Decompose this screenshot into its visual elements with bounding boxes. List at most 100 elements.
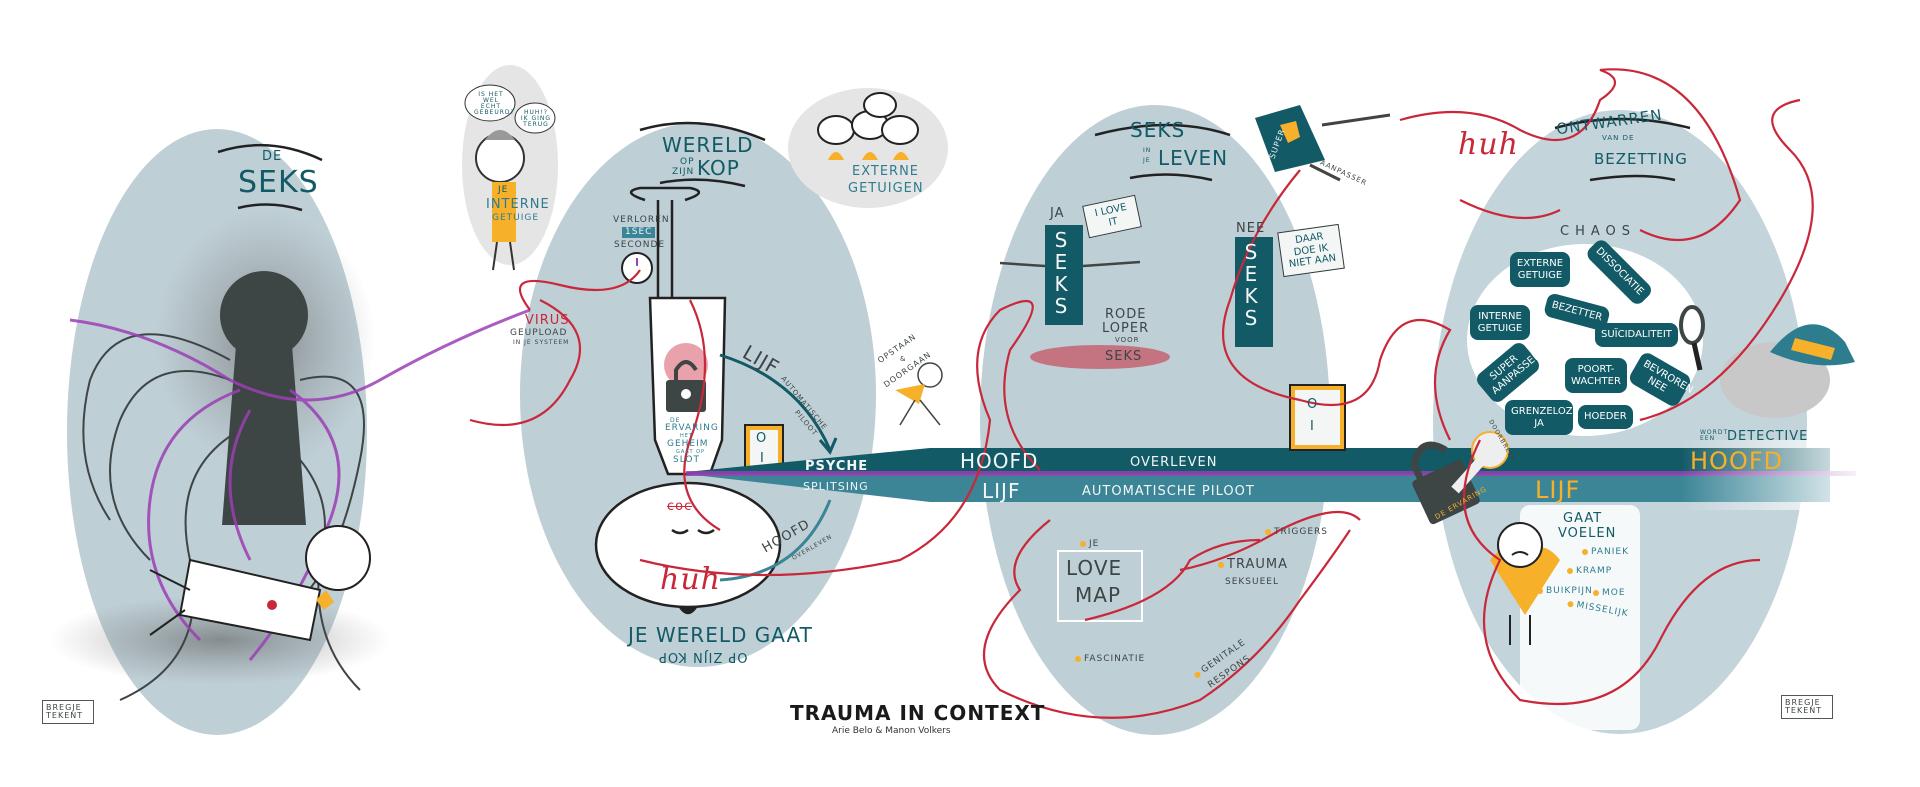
love-map-love: LOVE [1066, 556, 1123, 580]
head-huh: huh [660, 562, 721, 597]
ja-arms [999, 260, 1141, 268]
puzzle-grenzeloze-ja: GRENZELOZE JA [1505, 400, 1579, 435]
lying-figure [149, 525, 371, 642]
section3-title-je: JE [1143, 157, 1151, 164]
virus-geupload: GEUPLOAD [510, 328, 568, 338]
chaos-label: CHAOS [1560, 224, 1637, 239]
hoofd-arrow [719, 499, 832, 582]
feeling-moe: MOE [1593, 589, 1626, 598]
band-lijf-right: LIJF [1535, 476, 1581, 504]
sad-heart-figure [1490, 522, 1560, 645]
band-overleven: OVERLEVEN [1130, 455, 1218, 470]
caption-op-zijn-kop: OP ZIJN KOP [658, 649, 748, 664]
title-arches [217, 117, 1691, 212]
bullet-seksueel: SEKSUEEL [1225, 577, 1279, 587]
switch-1-off: I [760, 451, 765, 466]
ja-seks-block [1045, 225, 1083, 325]
section3-title-leven: LEVEN [1158, 146, 1229, 170]
nee-label: NEE [1236, 221, 1266, 236]
switch-1-on: O [756, 431, 768, 446]
section4-title-van-de: VAN DE [1602, 134, 1635, 142]
section1-title-top: DE [262, 149, 283, 164]
bullet-triggers: TRIGGERS [1265, 528, 1328, 537]
detective-brain [1720, 324, 1855, 418]
puzzle-externe-getuige: EXTERNE GETUIGE [1510, 252, 1570, 287]
timer [621, 252, 653, 284]
ja-seks-label: SEKS [1049, 228, 1073, 316]
puzzle-hoeder: HOEDER [1578, 405, 1633, 429]
thought-bubble-1: IS HET WEL ECHT GEBEURD? [474, 91, 515, 116]
padlock-icon [666, 360, 706, 412]
wordt-een-label: WORDT EEN [1700, 429, 1729, 442]
puzzle-suicidaliteit: SUÏCIDALITEIT [1595, 323, 1678, 347]
caption-je-wereld-gaat: JE WERELD GAAT [628, 623, 813, 647]
virus-systeem: IN JE SYSTEEM [513, 339, 570, 346]
section2-title-kop: KOP [697, 156, 740, 180]
feeling-buikpijn: BUIKPIJN [1537, 587, 1593, 596]
red-carpet [1030, 345, 1170, 369]
love-map-map: MAP [1075, 583, 1121, 607]
bullet-trauma: TRAUMA [1218, 558, 1288, 571]
switch-2-off: I [1310, 419, 1315, 434]
internal-witness-je: JE [498, 185, 509, 195]
ja-label: JA [1050, 206, 1065, 221]
external-witnesses-cloud [788, 88, 948, 208]
external-witnesses-label-2: GETUIGEN [848, 181, 924, 196]
keyhole-figure [220, 271, 308, 525]
virus-label: VIRUS [525, 313, 570, 328]
bottle-slot: SLOT [673, 455, 700, 465]
section3-title-in: IN [1143, 147, 1152, 154]
detective-label: DETECTIVE [1727, 429, 1809, 444]
band-hoofd-right: HOOFD [1690, 447, 1784, 475]
huh-scribble: huh [1458, 127, 1519, 162]
band-hoofd: HOOFD [960, 449, 1039, 473]
rode-label: RODE [1105, 307, 1147, 322]
puzzle-interne-getuige: INTERNE GETUIGE [1470, 305, 1530, 340]
love-map-je: JE [1080, 540, 1099, 549]
bottle-geheim: GEHEIM [667, 439, 709, 449]
trauma-in-context-logo: TRAUMA IN CONTEXT [790, 701, 1046, 725]
splitsing-label: SPLITSING [803, 480, 869, 493]
internal-witness-label-1: INTERNE [486, 197, 550, 212]
head-scribble: coc [667, 499, 693, 514]
logo-authors: Arie Belo & Manon Volkers [832, 726, 951, 736]
external-witnesses-label-1: EXTERNE [852, 164, 920, 179]
internal-witness-label-2: GETUIGE [492, 213, 540, 223]
section3-title-seks: SEKS [1130, 118, 1186, 142]
feeling-kramp: KRAMP [1567, 567, 1612, 576]
signature-left: BREGJE TEKENT [42, 700, 94, 724]
band-automatische-piloot: AUTOMATISCHE PILOOT [1082, 484, 1255, 499]
switch-2-on: O [1307, 397, 1319, 412]
band-lijf: LIJF [982, 479, 1021, 503]
opstaan-figure [895, 362, 943, 426]
bottle-de: DE [670, 417, 681, 424]
bottle-gaat-op: GAAT OP [676, 449, 706, 455]
section2-title-wereld: WERELD [662, 133, 754, 157]
central-band [686, 440, 1856, 510]
voor-label: VOOR [1115, 336, 1140, 344]
thought-cloud [462, 65, 558, 271]
gaat-label: GAAT [1563, 511, 1603, 526]
opstaan-amp: & [900, 355, 907, 363]
timer-verloren: VERLOREN [613, 215, 670, 225]
puzzle-poortwachter: POORT-WACHTER [1565, 358, 1627, 393]
thought-bubble-2: HUH!? IK GING TERUG [520, 109, 552, 128]
nee-seks-label: SEKS [1239, 240, 1263, 328]
section2-title-op: OP [680, 157, 695, 167]
loper-label: LOPER [1102, 321, 1150, 336]
bottle-het: HET [680, 433, 693, 439]
feeling-paniek: PANIEK [1582, 548, 1629, 557]
signature-right: BREGJE TEKENT [1781, 695, 1833, 719]
section2-title-zijn: ZIJN [672, 167, 695, 177]
love-map-frame [1057, 550, 1143, 622]
nee-seks-block [1235, 237, 1273, 347]
bullet-fascinatie: FASCINATIE [1075, 655, 1145, 664]
bottle-ervaring: ERVARING [665, 423, 719, 433]
red-thread [469, 68, 1814, 719]
nee-sign: DAAR DOE IK NIET AAN [1277, 223, 1345, 277]
switch-character-2 [1289, 384, 1346, 451]
timer-seconde: SECONDE [614, 240, 666, 250]
purple-tentacles [69, 308, 531, 661]
voelen-label: VOELEN [1558, 526, 1617, 541]
loper-seks-label: SEKS [1105, 349, 1143, 364]
